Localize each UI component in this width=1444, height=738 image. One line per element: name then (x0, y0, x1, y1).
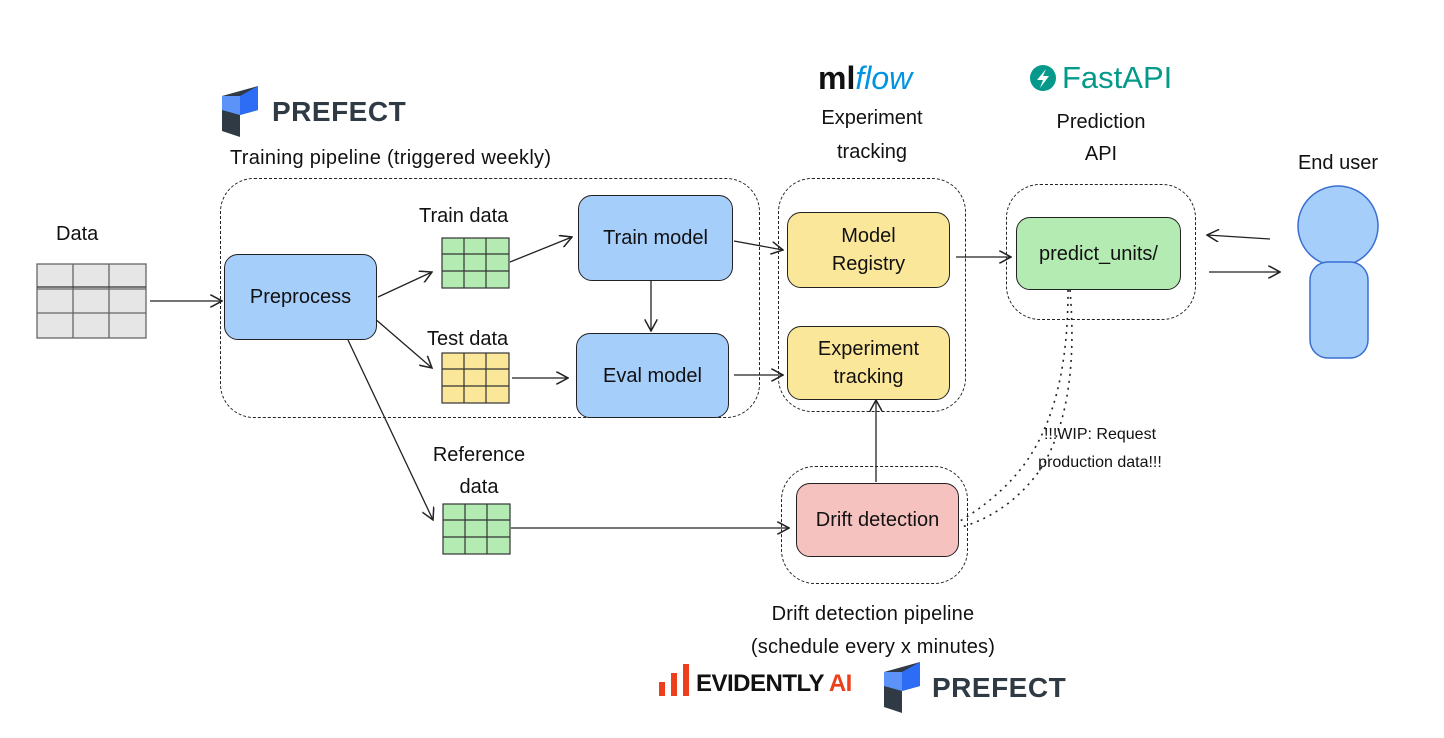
evidently-bars-icon (659, 664, 689, 696)
test-data-label: Test data (427, 328, 509, 350)
arrow-preprocess-to-train-data (377, 272, 432, 298)
train-model-node: Train model (578, 195, 733, 281)
mlflow-logo-flow: flow (855, 60, 913, 96)
end-user-label: End user (1297, 152, 1379, 174)
preprocess-node: Preprocess (224, 254, 377, 340)
eval-model-node: Eval model (576, 333, 729, 418)
training-pipeline-label: Training pipeline (triggered weekly) (230, 147, 552, 169)
train-model-node-label: Train model (603, 227, 708, 249)
experiment-tracking-title-line1: Experiment (821, 107, 923, 129)
experiment-tracking-title-line2: tracking (836, 141, 908, 163)
data-label: Data (56, 223, 99, 245)
drift-detection-group (781, 466, 968, 584)
wip-note-line2: production data!!! (1038, 454, 1162, 471)
prediction-api-title-line1: Prediction (1056, 111, 1146, 133)
evidently-logo: EVIDENTLY AI (696, 670, 852, 698)
arrow-train-data-to-train-model (509, 237, 572, 263)
train-data-table-icon (441, 237, 510, 289)
eval-model-node-label: Eval model (603, 364, 702, 387)
training-pipeline-group (220, 178, 760, 418)
predict-units-node: predict_units/ (1016, 217, 1181, 290)
dotted-api-to-drift-1 (959, 289, 1069, 522)
fastapi-logo-icon (1030, 65, 1056, 91)
prefect-logo-icon-bottom (884, 662, 920, 713)
predict-units-node-label: predict_units/ (1039, 242, 1158, 265)
arrow-preprocess-to-test-data (373, 317, 432, 368)
arrow-user-to-api (1207, 235, 1271, 239)
drift-detection-node: Drift detection (796, 483, 959, 557)
arrow-train-model-to-registry (733, 240, 783, 250)
experiment-tracking-group (778, 178, 966, 412)
data-table-icon (36, 263, 147, 339)
prediction-api-title-line2: API (1084, 143, 1118, 165)
prefect-logo-text-top: PREFECT (272, 96, 407, 127)
prefect-logo-icon (222, 86, 258, 137)
experiment-tracking-node-label-line2: tracking (833, 366, 904, 388)
prediction-api-group (1006, 184, 1196, 320)
reference-data-label-line1: Reference (432, 444, 526, 466)
drift-pipeline-label-line1: Drift detection pipeline (771, 603, 975, 625)
experiment-tracking-node: Experiment tracking (787, 326, 950, 400)
user-icon (1297, 185, 1379, 359)
prefect-logo-text-bottom: PREFECT (932, 672, 1067, 703)
train-data-label: Train data (419, 205, 509, 227)
fastapi-logo-text: FastAPI (1062, 60, 1173, 95)
drift-detection-node-label: Drift detection (815, 509, 940, 531)
model-registry-node-label-line1: Model (841, 225, 896, 247)
reference-data-label-line2: data (459, 476, 499, 498)
experiment-tracking-node-label-line1: Experiment (817, 338, 920, 360)
wip-note-line1: !!!WIP: Request (1043, 426, 1157, 443)
dotted-api-to-drift-2 (961, 289, 1073, 528)
model-registry-node: Model Registry (787, 212, 950, 288)
drift-pipeline-label-line2: (schedule every x minutes) (750, 636, 996, 658)
test-data-table-icon (441, 352, 510, 404)
reference-data-table-icon (442, 503, 511, 555)
evidently-logo-ai: AI (828, 670, 853, 697)
mlflow-logo-ml: ml (818, 60, 856, 96)
mlflow-logo: mlflow (818, 58, 912, 98)
preprocess-node-label: Preprocess (249, 286, 352, 308)
evidently-logo-main: EVIDENTLY (696, 670, 824, 697)
arrow-preprocess-to-reference-data (347, 339, 433, 520)
model-registry-node-label-line2: Registry (831, 253, 906, 275)
